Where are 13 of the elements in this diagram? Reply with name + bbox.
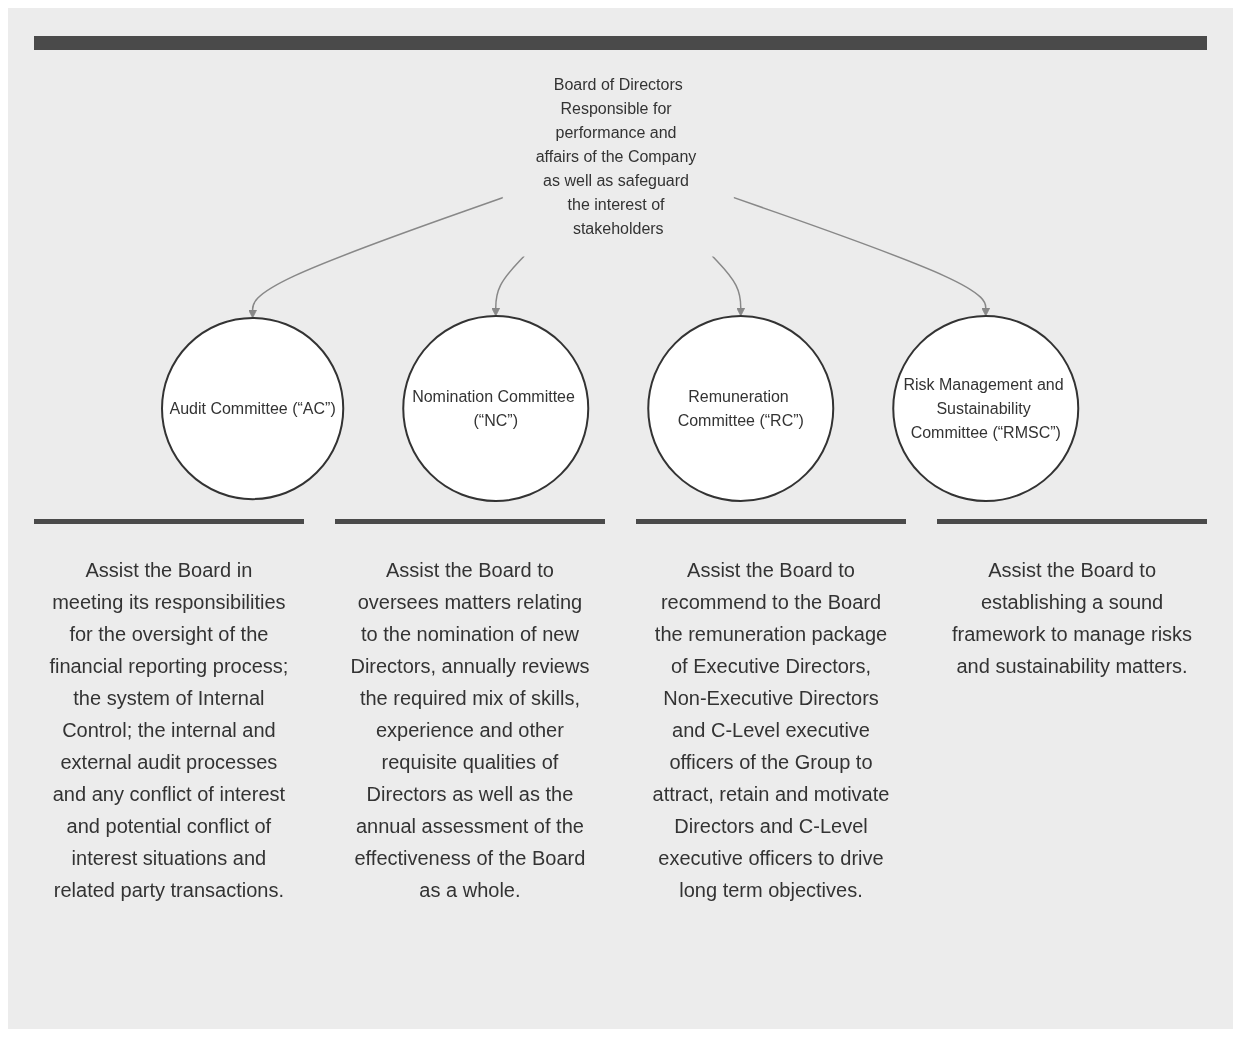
node-circle: Audit Committee (“AC”) — [161, 316, 345, 501]
description-text: Assist the Board to oversees matters relating to the nomination of new Directors, annually reviews the required mix of skills, experience and other requisite qualities of Directors as well as the annual assessment of the effectiveness of the Board as a whole. — [349, 558, 591, 903]
description-text: Assist the Board to recommend to the Board the remuneration package of Executive Directors, Non-Executive Directors and C-Level executive officers of the Group to attract, retain and motivate Directors and C-Level executive officers to drive long term objectives. — [651, 558, 891, 903]
description-text: Assist the Board to establishing a sound framework to manage risks and sustainability matters. — [951, 558, 1194, 679]
arrow — [248, 196, 505, 319]
node-text: Board of Directors Responsible for performance and affairs of the Company as well as safeguard the interest of stakeholders — [536, 76, 697, 237]
arrow — [732, 196, 991, 317]
node-circle: Nomination Committee (“NC”) — [402, 315, 590, 502]
node-circle: Remuneration Committee (“RC”) — [647, 315, 835, 502]
description-text: Assist the Board in meeting its responsibilities for the oversight of the financial reporting process; the system of Internal Control; the internal and external audit processes and any conflict of interest and potential conflict of interest situations and related party transactions. — [48, 558, 290, 903]
arrow — [491, 255, 526, 317]
node-circle: Risk Management and Sustainability Committee (“RMSC”) — [892, 315, 1080, 502]
arrow — [711, 255, 746, 317]
